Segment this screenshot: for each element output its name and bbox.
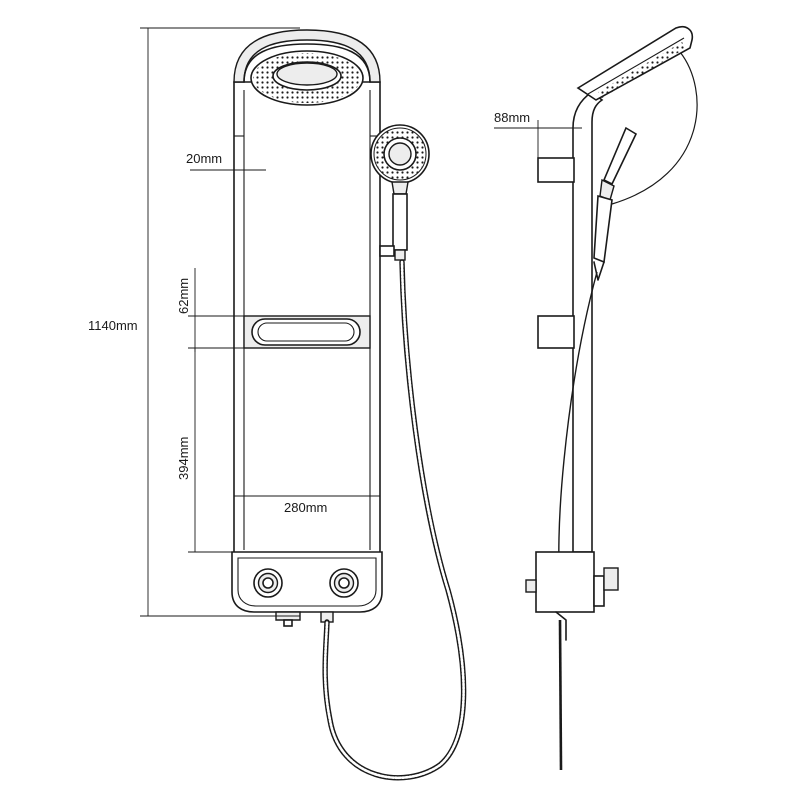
label-bracket-offset: 88mm	[494, 110, 530, 125]
hand-shower-grip-end	[394, 249, 406, 261]
front-view: 1140mm 20mm 62mm 394mm 280mm	[88, 27, 467, 781]
side-bracket-shelf	[537, 315, 575, 349]
label-shelf-height: 62mm	[176, 278, 191, 314]
side-view: 88mm	[494, 25, 698, 771]
overhead-shower-cap	[233, 29, 381, 83]
label-total-height: 1140mm	[88, 318, 138, 333]
rain-shower-head	[250, 50, 364, 106]
swing-arc	[611, 51, 698, 205]
dim-shelf-height	[188, 268, 244, 352]
label-panel-depth: 20mm	[186, 151, 222, 166]
label-lower-gap: 394mm	[176, 437, 191, 480]
bottom-outlet-nut	[283, 619, 293, 627]
flow-knob	[329, 568, 359, 598]
side-bottom-pipe	[558, 619, 563, 771]
overhead-shower-shell	[243, 43, 371, 83]
label-panel-width: 280mm	[284, 500, 327, 515]
hand-shower	[370, 124, 430, 261]
panel-shelf	[243, 315, 371, 349]
side-riser	[572, 91, 604, 553]
dim-lower-gap	[188, 348, 244, 553]
side-overhead-arm	[576, 25, 694, 101]
side-valve-body	[525, 551, 619, 641]
hand-shower-holder	[379, 245, 395, 257]
dim-total-height	[140, 27, 300, 617]
temperature-knob	[253, 568, 283, 598]
side-bracket-top	[537, 157, 575, 183]
dim-bracket-offset	[494, 120, 582, 158]
side-hand-shower	[593, 126, 638, 281]
control-base	[231, 551, 383, 627]
dim-panel-depth	[190, 160, 266, 178]
side-spray-face	[598, 42, 686, 98]
side-overhead-face	[587, 37, 685, 95]
hand-shower-handle	[392, 193, 408, 251]
